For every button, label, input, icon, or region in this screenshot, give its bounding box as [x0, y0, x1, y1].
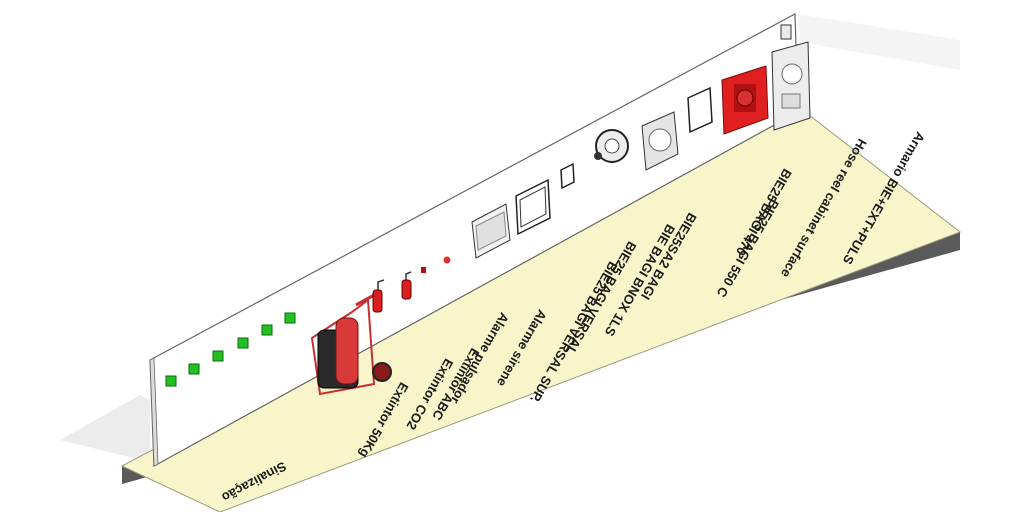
tank	[335, 317, 359, 385]
green-sign	[284, 312, 296, 324]
hose-cabinet-470	[687, 86, 713, 134]
wheel	[372, 362, 392, 382]
signage-row	[165, 312, 296, 387]
extinguisher-abc	[401, 271, 412, 300]
hose-cabinet-versal-sup	[471, 203, 511, 259]
wheeled-extinguisher-50kg	[310, 292, 392, 396]
green-sign	[237, 337, 249, 349]
alarm-siren	[443, 256, 451, 264]
green-sign	[165, 375, 177, 387]
cabinet-bie-ext-puls	[771, 41, 811, 131]
green-sign	[188, 363, 200, 375]
hose-cabinet-versal	[515, 178, 551, 236]
wall-shadow	[60, 395, 150, 462]
hose-reel-cabinet-surface	[721, 65, 769, 135]
alarm-pushbutton	[421, 267, 426, 273]
wall-shadow-top	[798, 14, 960, 70]
wall-edge	[149, 357, 159, 467]
hose-cabinet-550c	[641, 111, 679, 171]
green-sign	[261, 324, 273, 336]
hose-cabinet-bnox	[560, 162, 575, 190]
green-sign	[212, 350, 224, 362]
wall-end-cap	[780, 24, 792, 40]
hose-reel-sa2	[594, 129, 629, 163]
extinguisher-co2	[372, 279, 385, 313]
